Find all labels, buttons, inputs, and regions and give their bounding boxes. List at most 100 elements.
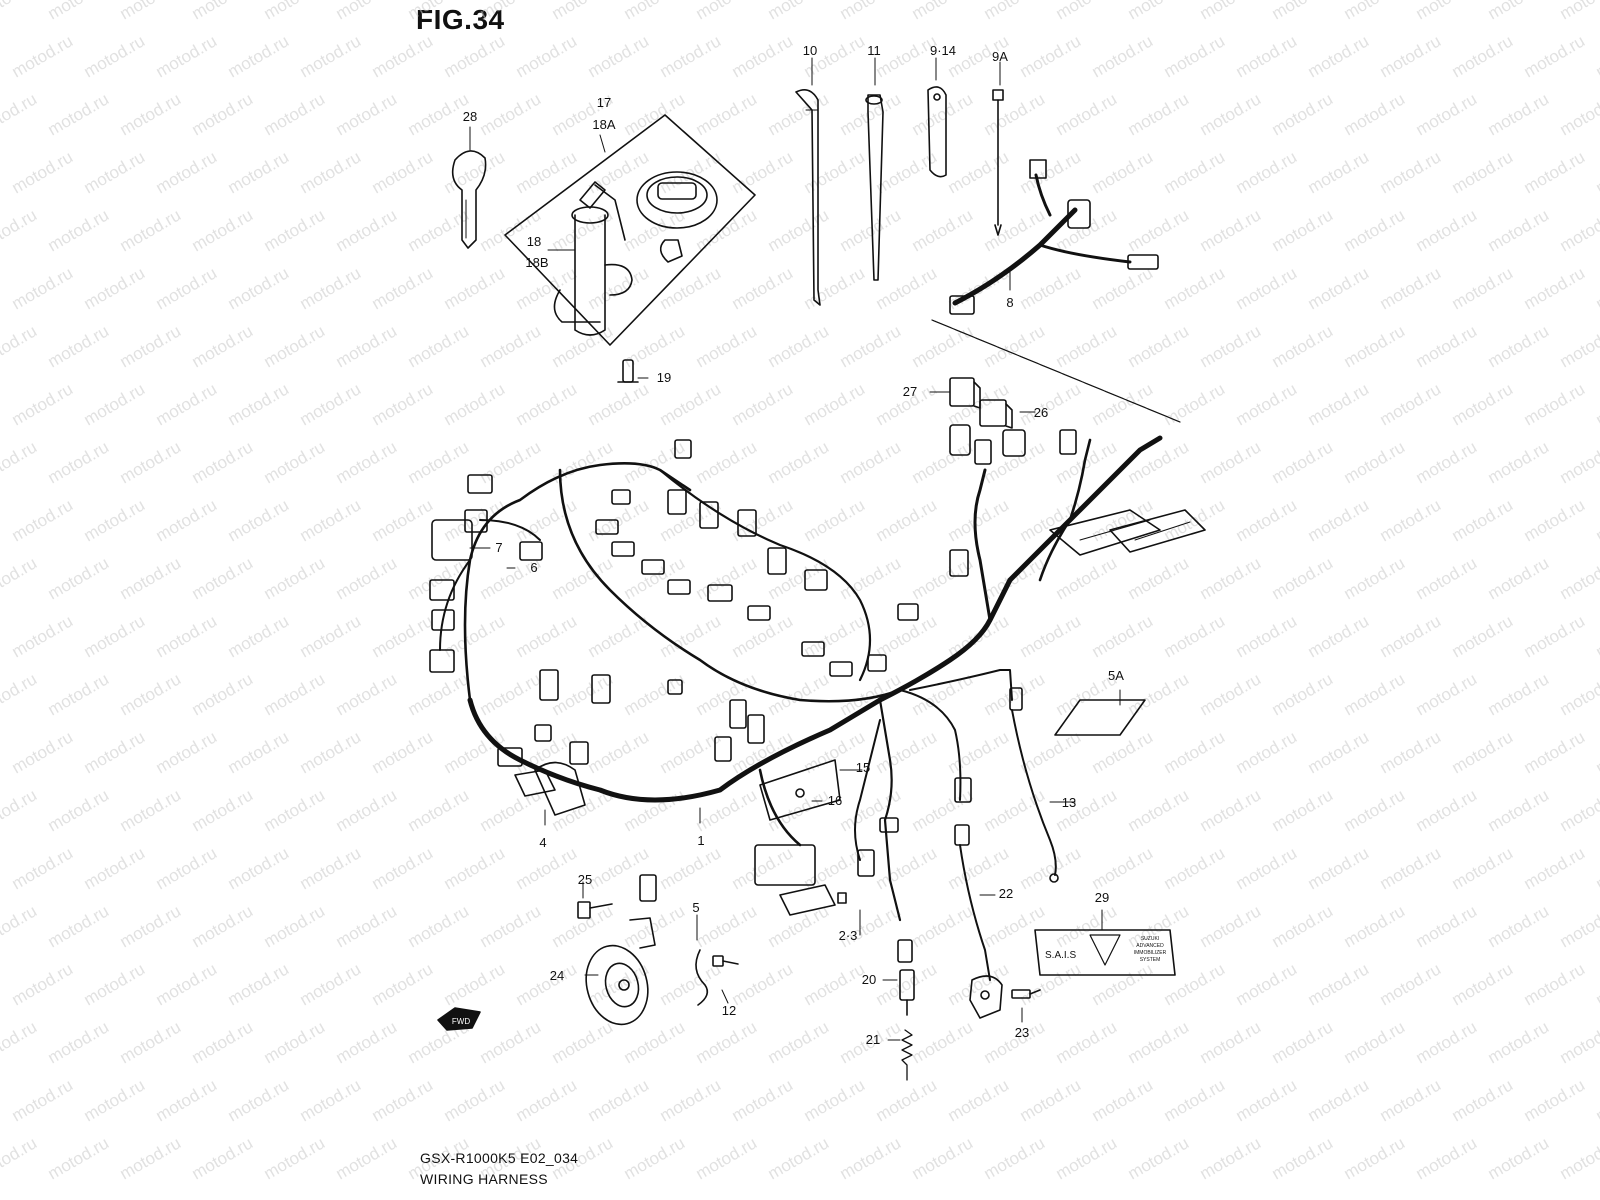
watermark-text: motod.ru [1269, 901, 1337, 951]
watermark-text: motod.ru [117, 89, 185, 139]
watermark-text: motod.ru [1197, 553, 1265, 603]
lead-wire-13 [1011, 709, 1057, 876]
watermark-text: motod.ru [909, 1133, 977, 1183]
watermark-text: motod.ru [225, 147, 293, 197]
sais-line-1: SUZUKI [1141, 936, 1159, 942]
watermark-text: motod.ru [0, 901, 40, 951]
watermark-text: motod.ru [0, 785, 40, 835]
callout-28: 28 [463, 109, 477, 124]
watermark-text: motod.ru [117, 901, 185, 951]
watermark-text: motod.ru [585, 379, 653, 429]
watermark-text: motod.ru [585, 843, 653, 893]
sais-line-2: ADVANCED [1136, 943, 1164, 949]
model-code: GSX-R1000K5 E02_034 [420, 1150, 579, 1166]
ecu-connectors [1049, 509, 1206, 556]
watermark-text: motod.ru [1161, 147, 1229, 197]
watermark-text: motod.ru [1557, 669, 1600, 719]
seat-lock-cylinder [659, 239, 683, 263]
watermark-text: motod.ru [297, 31, 365, 81]
watermark-text: motod.ru [1017, 959, 1085, 1009]
watermark-text: motod.ru [405, 437, 473, 487]
watermark-text: motod.ru [1161, 1075, 1229, 1125]
watermark-text: motod.ru [81, 727, 149, 777]
watermark-text: motod.ru [1125, 1133, 1193, 1183]
watermark-text: motod.ru [117, 1133, 185, 1183]
watermark-text: motod.ru [1125, 205, 1193, 255]
watermark-text: motod.ru [1449, 379, 1517, 429]
watermark-text: motod.ru [1197, 89, 1265, 139]
watermark-text: motod.ru [1377, 611, 1445, 661]
relay-26 [979, 399, 1013, 429]
watermark-text: motod.ru [621, 321, 689, 371]
watermark-text: motod.ru [1305, 263, 1373, 313]
watermark-text: motod.ru [1449, 843, 1517, 893]
watermark-text: motod.ru [1197, 1017, 1265, 1067]
watermark-text: motod.ru [369, 727, 437, 777]
watermark-text: motod.ru [729, 611, 797, 661]
watermark-text: motod.ru [0, 1017, 40, 1067]
watermark-text: motod.ru [9, 727, 77, 777]
watermark-text: motod.ru [837, 901, 905, 951]
watermark-text: motod.ru [81, 147, 149, 197]
callout-21: 21 [866, 1032, 880, 1047]
watermark-text: motod.ru [297, 379, 365, 429]
watermark-text: motod.ru [981, 1133, 1049, 1183]
leader-lines [469, 57, 1121, 1041]
watermark-text: motod.ru [1593, 611, 1600, 661]
watermark-text: motod.ru [549, 205, 617, 255]
watermark-text: motod.ru [1233, 959, 1301, 1009]
watermark-text: motod.ru [621, 785, 689, 835]
watermark-text: motod.ru [837, 0, 905, 23]
watermark-text: motod.ru [1449, 147, 1517, 197]
watermark-text: motod.ru [1305, 727, 1373, 777]
watermark-text: motod.ru [729, 31, 797, 81]
watermark-text: motod.ru [1485, 1017, 1553, 1067]
watermark-text: motod.ru [1377, 31, 1445, 81]
watermark-text: motod.ru [1557, 1017, 1600, 1067]
watermark-text: motod.ru [1521, 611, 1589, 661]
watermark-text: motod.ru [1413, 321, 1481, 371]
watermark-text: motod.ru [1521, 959, 1589, 1009]
callout-26: 26 [1034, 405, 1048, 420]
watermark-text: motod.ru [1485, 669, 1553, 719]
watermark-text: motod.ru [261, 0, 329, 23]
watermark-text: motod.ru [297, 611, 365, 661]
watermark-text: motod.ru [1593, 959, 1600, 1009]
watermark-text: motod.ru [1053, 1133, 1121, 1183]
watermark-text: motod.ru [1341, 1133, 1409, 1183]
watermark-text: motod.ru [1197, 321, 1265, 371]
watermark-text: motod.ru [1557, 1133, 1600, 1183]
watermark-text: motod.ru [369, 495, 437, 545]
fuel-cap [636, 171, 718, 229]
watermark-text: motod.ru [189, 89, 257, 139]
watermark-text: motod.ru [765, 437, 833, 487]
callout-13: 13 [1062, 795, 1076, 810]
watermark-text: motod.ru [1017, 1075, 1085, 1125]
watermark-text: motod.ru [837, 321, 905, 371]
watermark-text: motod.ru [1377, 495, 1445, 545]
watermark-text: motod.ru [945, 147, 1013, 197]
watermark-text: motod.ru [1053, 321, 1121, 371]
bracket-5 [695, 949, 709, 1006]
watermark-text: motod.ru [1197, 205, 1265, 255]
watermark-text: motod.ru [405, 785, 473, 835]
watermark-text: motod.ru [837, 553, 905, 603]
watermark-text: motod.ru [1305, 611, 1373, 661]
watermark-text: motod.ru [657, 959, 725, 1009]
harness-connectors [429, 424, 1077, 902]
callout-18a: 18A [592, 117, 615, 132]
watermark-text: motod.ru [1197, 785, 1265, 835]
sais-line-4: SYSTEM [1140, 957, 1161, 963]
watermark-text: motod.ru [477, 0, 545, 23]
watermark-text: motod.ru [261, 205, 329, 255]
watermark-text: motod.ru [1089, 1075, 1157, 1125]
watermark-text: motod.ru [1053, 0, 1121, 23]
watermark-text: motod.ru [261, 89, 329, 139]
watermark-text: motod.ru [405, 553, 473, 603]
watermark-text: motod.ru [1521, 263, 1589, 313]
fwd-arrow-icon [437, 1007, 481, 1031]
watermark-text: motod.ru [1233, 147, 1301, 197]
watermark-text: motod.ru [1305, 959, 1373, 1009]
watermark-text: motod.ru [657, 495, 725, 545]
